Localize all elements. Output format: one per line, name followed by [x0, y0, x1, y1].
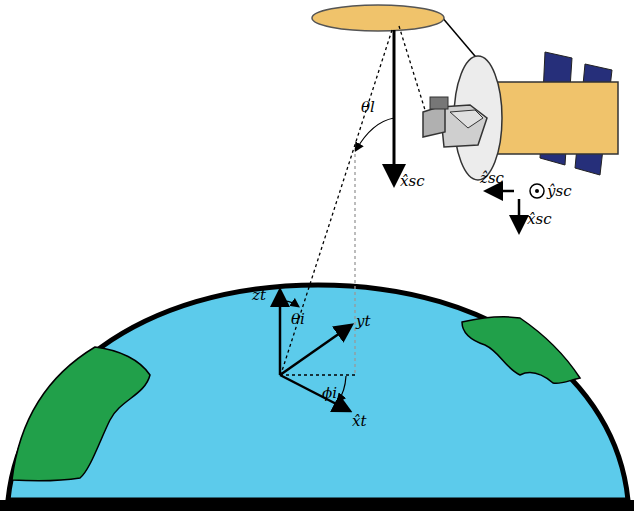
earth	[8, 285, 628, 500]
axis-label: ẑsc	[480, 171, 504, 186]
axis-label: ẑt	[252, 288, 266, 303]
axis-label: ŷsc	[547, 184, 572, 199]
ground-bar	[0, 500, 634, 511]
angle-label: θi	[291, 312, 305, 327]
angle-label: θl	[361, 100, 375, 115]
continent	[12, 347, 150, 481]
axis-label: yt	[356, 314, 371, 329]
axis-label: x̂sc	[400, 174, 425, 189]
axis-label: x̂sc	[527, 212, 552, 227]
axis-label: x̂t	[352, 414, 367, 429]
angle-label: ϕi	[322, 386, 337, 401]
continent	[462, 317, 580, 384]
